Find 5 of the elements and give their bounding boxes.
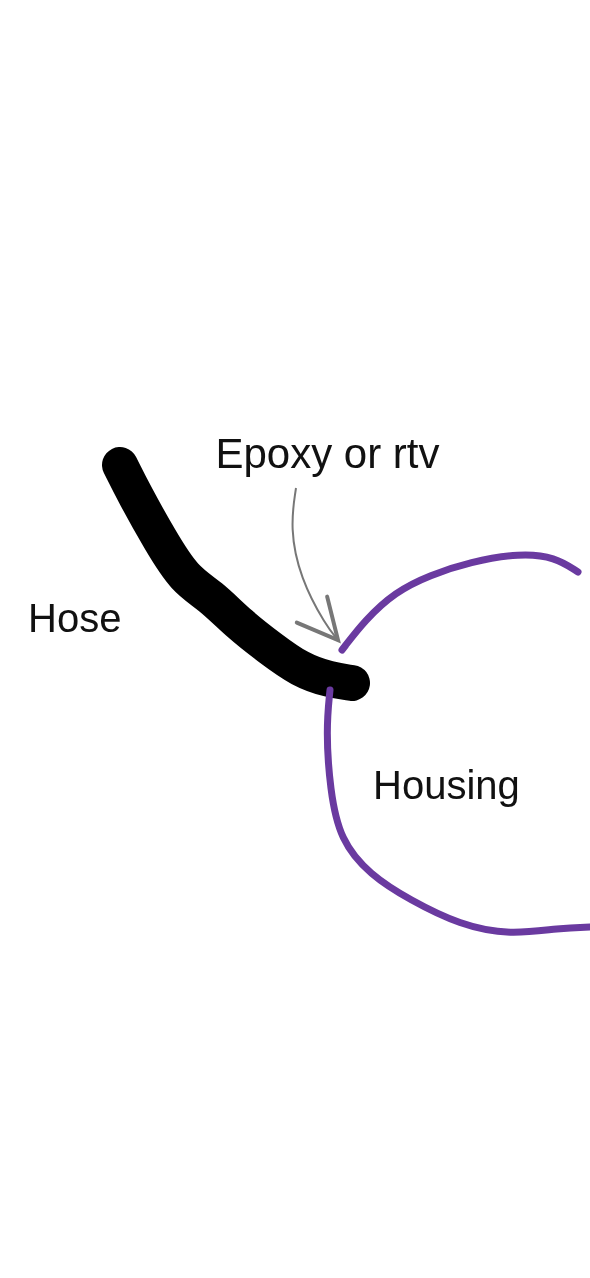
arrow	[291, 487, 340, 642]
housing-drawing	[323, 551, 590, 936]
callout-text: Epoxy or rtv	[215, 430, 440, 478]
part-label: Housing	[373, 763, 520, 808]
part-label: Hose	[28, 596, 122, 641]
